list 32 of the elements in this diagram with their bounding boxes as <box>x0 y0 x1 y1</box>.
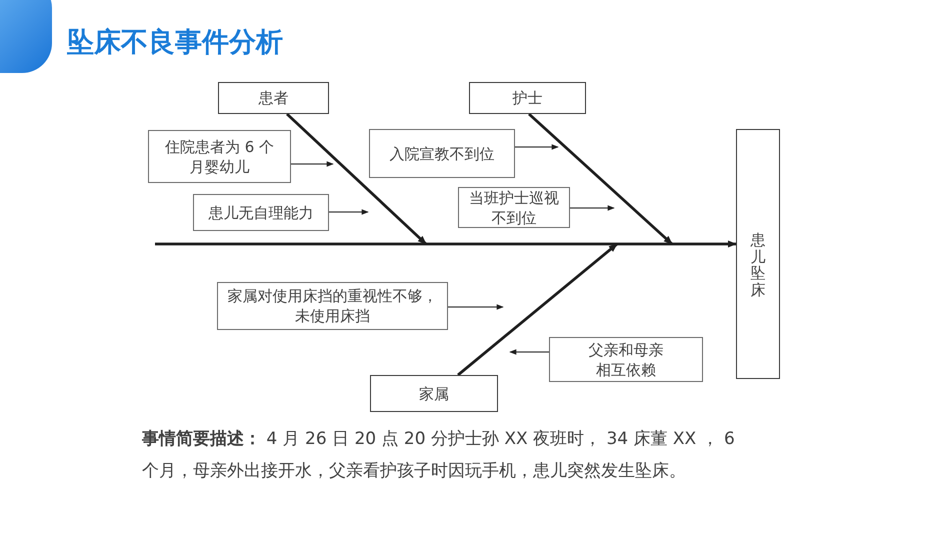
cause-box <box>217 282 448 330</box>
cause-box <box>193 194 329 231</box>
cause-box <box>369 129 515 178</box>
arrow <box>328 209 369 215</box>
category-label: 患者 <box>258 88 288 108</box>
category-label: 家属 <box>419 384 449 404</box>
bone-arrow <box>528 112 673 246</box>
category-box <box>469 82 586 114</box>
title: 坠床不良事件分析 <box>67 26 283 60</box>
cause-box <box>549 337 703 382</box>
effect-label: 患儿坠床 <box>750 232 766 298</box>
cause-box <box>148 130 291 183</box>
cause-label: 当班护士巡视不到位 <box>468 188 560 228</box>
cause-label: 患儿无自理能力 <box>208 202 314 222</box>
arrow <box>290 161 334 167</box>
category-box <box>218 82 329 114</box>
cause-label: 入院宣教不到位 <box>390 144 494 164</box>
bone-arrow <box>286 112 427 246</box>
arrow <box>448 304 504 310</box>
bone-arrow <box>457 242 618 376</box>
category-box <box>370 375 498 412</box>
fishbone-spine <box>155 240 737 248</box>
arrow <box>509 349 550 355</box>
cause-label: 家属对使用床挡的重视性不够，未使用床挡 <box>226 286 438 326</box>
arrow <box>514 144 559 150</box>
cause-label: 住院患者为 6 个月婴幼儿 <box>164 136 276 176</box>
arrow <box>570 205 615 211</box>
effect-box <box>736 129 780 379</box>
category-label: 护士 <box>512 88 542 108</box>
cause-label: 父亲和母亲相互依赖 <box>588 340 664 380</box>
description-paragraph: 事情简要描述： 4 月 26 日 20 点 20 分护士孙 XX 夜班时， 34 床董 XX ， 6 个月，母亲外出接开水，父亲看护孩子时因玩手机，患儿突然发生坠床。 <box>142 428 736 483</box>
cause-box <box>458 187 570 228</box>
